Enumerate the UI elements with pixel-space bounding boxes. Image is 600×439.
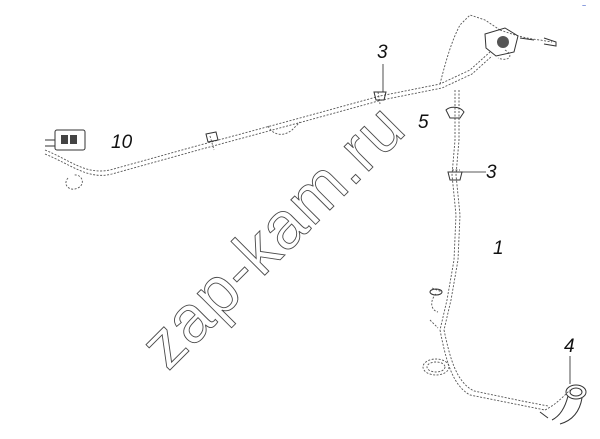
upper-right-connector [484,27,519,57]
filler-neck [565,384,587,400]
clip-right [447,171,463,181]
callout-3-top: 3 [377,42,388,63]
leader-lines [382,64,571,384]
callout-labels: 3 3 5 1 4 10 [111,42,575,357]
callout-3-right: 3 [486,162,497,183]
clip-top [373,91,387,101]
clip-5 [445,106,465,119]
callout-1: 1 [493,238,504,259]
callout-10: 10 [111,132,133,153]
corner-mark: ~ [582,3,586,10]
harness-components [45,27,587,425]
callout-4: 4 [564,336,575,357]
callout-5: 5 [418,112,429,133]
harness-lines [44,14,571,411]
watermark: zap-kam.ru [126,89,419,382]
